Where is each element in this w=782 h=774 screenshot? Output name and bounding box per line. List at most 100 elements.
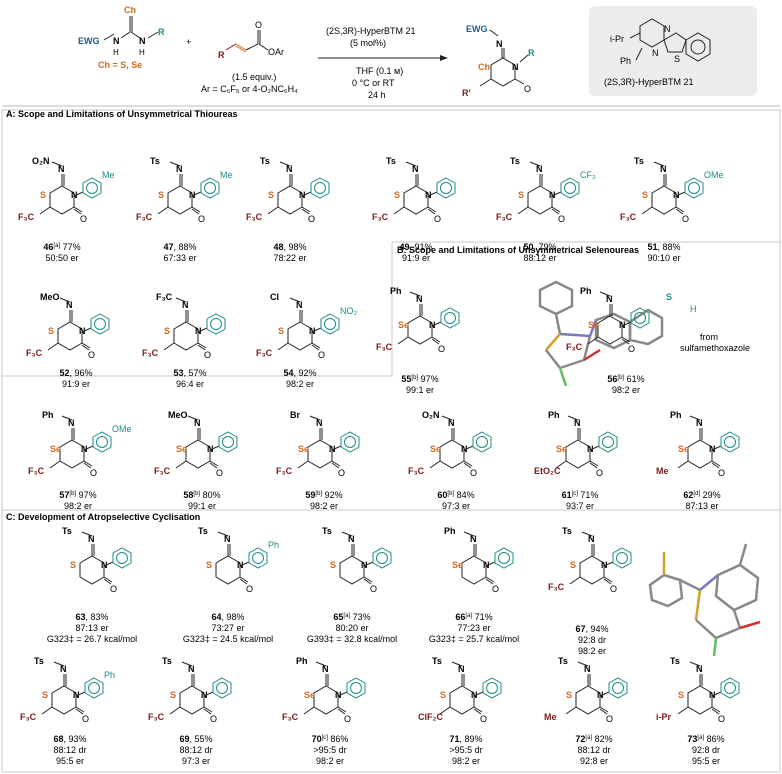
ring-n-label: N — [189, 190, 196, 200]
compound-label-59: 59[b] 92%98:2 er — [305, 490, 342, 511]
imine-n-label: N — [182, 300, 189, 310]
compound-id-yield: 47, 88% — [163, 242, 196, 252]
compound-detail: 98:2 er — [612, 385, 640, 395]
n-aryl-ring — [431, 307, 460, 329]
compound-id-yield: 52, 96% — [59, 368, 92, 378]
carbonyl-o-label: O — [198, 214, 205, 224]
ring-ch-label: S — [566, 690, 572, 700]
n2-label: N — [139, 36, 146, 46]
imine-n-label: N — [58, 164, 65, 174]
n-aryl-ring — [473, 677, 502, 699]
ring-n-label: N — [673, 190, 680, 200]
ring-n-label: N — [471, 690, 478, 700]
compound-label-58: 58[b] 80%99:1 er — [183, 490, 220, 511]
compound-detail: >95:5 dr — [449, 745, 482, 755]
compound-id-yield: 73[a] 86% — [687, 734, 724, 744]
ring-ch-label: S — [170, 690, 176, 700]
substituent-label: F₃C — [282, 712, 299, 722]
imine-n-label: N — [286, 164, 293, 174]
compound-id-yield: 60[b] 84% — [437, 490, 474, 500]
ewg-label: Ts — [62, 526, 72, 536]
reaction-scheme: EWG N H Ch N H R Ch = S, Se + R O — [78, 5, 757, 100]
carbonyl-o-label: O — [438, 344, 445, 354]
substituent-label: F₃C — [496, 212, 513, 222]
compound-detail: 92:8 dr — [692, 745, 720, 755]
compound-detail: 91:9 er — [402, 253, 430, 263]
ewg-label: Ts — [34, 656, 44, 666]
compound-label-50: 50, 79%88:12 er — [523, 242, 556, 263]
r-group: R — [218, 50, 225, 60]
ring-ch-label: S — [642, 190, 648, 200]
ewg-label: Ts — [634, 156, 644, 166]
compound-id-yield: 61[c] 71% — [562, 490, 599, 500]
n-aryl-ring: Me — [73, 170, 115, 199]
compound-detail: 80:20 er — [335, 623, 368, 633]
h2-label: H — [139, 48, 145, 57]
ring-n-label: N — [101, 560, 108, 570]
n-aryl-ring — [711, 431, 740, 453]
compound-detail: 97:3 er — [182, 756, 210, 766]
n-aryl-ring: CF₃ — [551, 170, 596, 199]
crystal-structure-67 — [648, 543, 761, 657]
imine-n-label: N — [188, 664, 195, 674]
ring-n-label: N — [73, 690, 80, 700]
n-aryl-ring — [209, 431, 238, 453]
imine-n-label: N — [416, 294, 423, 304]
compound-detail: 92:8 er — [580, 756, 608, 766]
carbonyl-o-label: O — [718, 714, 725, 724]
compound-label-60: 60[b] 84%97:3 er — [437, 490, 474, 511]
compound-detail: 98:2 er — [316, 756, 344, 766]
compound-id-yield: 72[a] 82% — [575, 734, 612, 744]
imine-n-label: N — [68, 418, 75, 428]
substituent-label: i-Pr — [656, 712, 672, 722]
cat-s: S — [674, 54, 680, 64]
carbonyl-o-label: O — [344, 714, 351, 724]
n-aryl-ring — [463, 431, 492, 453]
carbonyl-o-label: O — [216, 468, 223, 478]
ring-n-label: N — [207, 444, 214, 454]
substituent-label: F₃C — [136, 212, 153, 222]
n-aryl-ring: Ph — [239, 540, 279, 569]
compound-id-yield: 68, 93% — [53, 734, 86, 744]
imine-n-label: N — [412, 164, 419, 174]
section-b-title: B: Scope and Limitations of Unsymmetrica… — [397, 245, 639, 255]
ewg-label: Ts — [558, 656, 568, 666]
ring-n-label: N — [709, 444, 716, 454]
ch-label: Ch — [124, 5, 136, 15]
substituent-label: F₃C — [408, 466, 425, 476]
compound-label-57: 57[b] 97%98:2 er — [59, 490, 96, 511]
compound-detail: G323‡ = 26.7 kcal/mol — [47, 634, 137, 644]
imine-n-label: N — [316, 418, 323, 428]
sulfa-text: sulfamethoxazole — [680, 343, 750, 353]
ring-ch-label: S — [268, 190, 274, 200]
oar-label: OAr — [268, 47, 284, 57]
compound-label-48: 48, 98%78:22 er — [273, 242, 306, 263]
n-aryl-ring — [599, 677, 628, 699]
compound-detail: 50:50 er — [45, 253, 78, 263]
ewg-label: O₂N — [32, 156, 50, 166]
compound-detail: 97:3 er — [442, 501, 470, 511]
substituent-label: F₃C — [26, 348, 43, 358]
n-aryl-ring: Me — [191, 170, 233, 199]
ring-n-label: N — [299, 190, 306, 200]
compound-detail: 98:2 er — [452, 756, 480, 766]
ewg-label: Ts — [162, 656, 172, 666]
compound-label-61: 61[c] 71%93:7 er — [562, 490, 599, 511]
ring-ch-label: Se — [678, 444, 689, 454]
compound-id-yield: 49, 91% — [399, 242, 432, 252]
product-r2: R' — [462, 88, 471, 98]
substituent-label: F₃C — [620, 212, 637, 222]
compound-id-yield: 63, 83% — [75, 612, 108, 622]
substituent-label: F₃C — [148, 712, 165, 722]
substituent-label: Me — [656, 466, 669, 476]
compound-label-55: 55[b] 97%99:1 er — [401, 374, 438, 395]
substituent-label: F₃C — [154, 466, 171, 476]
